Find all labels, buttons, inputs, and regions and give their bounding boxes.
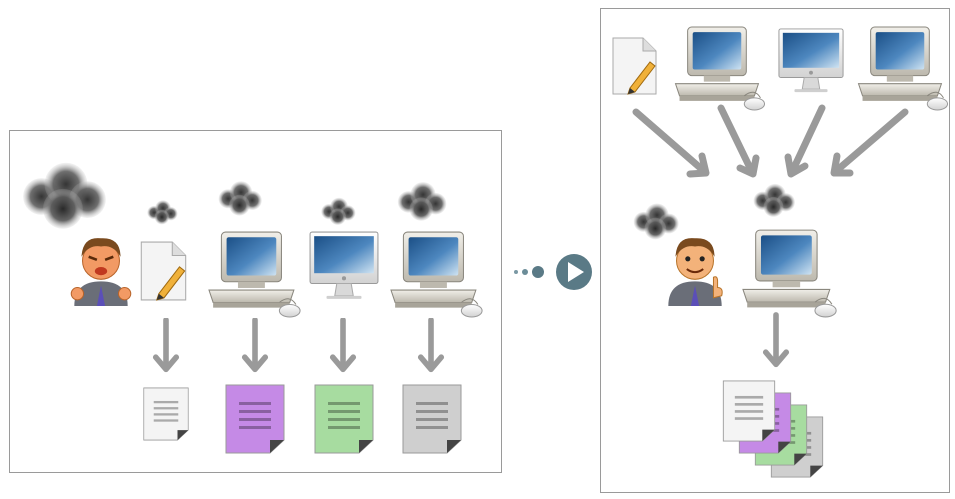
smoke-cloud-4 [396,178,450,224]
play-button-icon [514,254,592,290]
document-white-icon [143,384,189,444]
smoke-cloud-2 [217,178,265,218]
desktop-computer-icon [206,230,301,318]
converging-arrows [632,104,909,178]
document-green-icon [314,384,374,454]
smoke-cloud-3 [320,195,358,227]
document-gray-icon [402,384,462,454]
imac-computer-icon [308,230,380,302]
arrow-down-icon [152,318,180,374]
arrow-down-icon [417,318,445,374]
smoke-cloud-center [752,180,798,220]
angry-person-icon [70,228,132,306]
happy-person-icon [664,228,726,306]
arrow-down-icon [762,312,790,370]
document-purple-icon [225,384,285,454]
desktop-computer-icon [388,230,483,318]
desktop-computer-icon [740,228,837,318]
arrow-down-icon [241,318,269,374]
stacked-documents-icon [722,380,830,490]
big-smoke-cloud [20,155,112,235]
smoke-cloud-1 [146,198,180,226]
arrow-down-icon [329,318,357,374]
document-pencil-icon [138,240,190,302]
